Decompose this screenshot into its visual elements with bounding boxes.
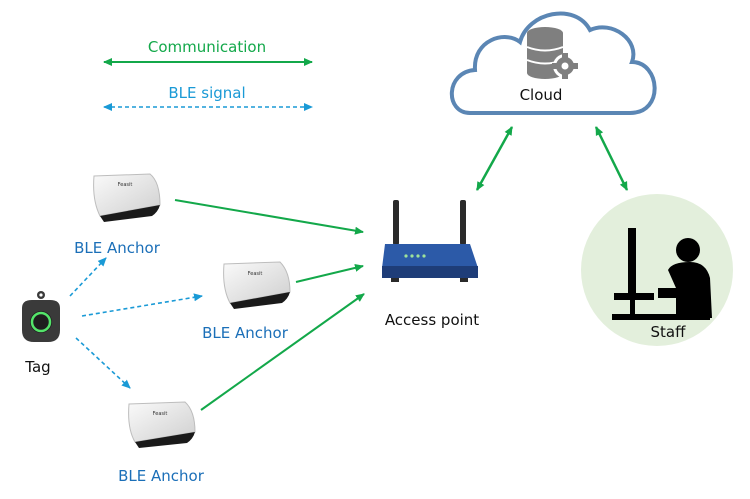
ble-anchor-1-label: BLE Anchor xyxy=(74,239,161,257)
ble-anchor-1: Feasit BLE Anchor xyxy=(74,173,161,257)
access-point-label: Access point xyxy=(385,311,479,329)
staff-node: Staff xyxy=(581,194,733,346)
ble-anchor-device-icon: Feasit xyxy=(223,261,291,309)
ble-anchor-2: Feasit BLE Anchor xyxy=(202,261,291,342)
legend: Communication BLE signal xyxy=(103,38,313,111)
router-icon xyxy=(382,200,478,282)
anchor-2-link xyxy=(295,263,364,283)
tag-node: Tag xyxy=(22,291,60,376)
ble-anchor-device-icon: Feasit xyxy=(93,173,161,222)
device-brand-label: Feasit xyxy=(248,271,263,277)
cloud-label: Cloud xyxy=(520,86,563,104)
access-point-node: Access point xyxy=(382,200,479,329)
anchor-1-link xyxy=(174,199,364,235)
device-brand-label: Feasit xyxy=(153,411,168,417)
ble-anchor-3: Feasit BLE Anchor xyxy=(118,401,205,485)
cloud-staff-link xyxy=(594,126,629,191)
cloud-access-point-link xyxy=(475,126,514,191)
legend-ble-signal-label: BLE signal xyxy=(168,84,245,102)
tag-anchor-1-signal xyxy=(69,257,107,297)
ble-anchor-3-label: BLE Anchor xyxy=(118,467,205,485)
tag-anchor-2-signal xyxy=(81,293,203,317)
staff-at-computer-icon xyxy=(612,228,712,320)
legend-communication-label: Communication xyxy=(148,38,266,56)
ble-anchor-2-label: BLE Anchor xyxy=(202,324,289,342)
device-brand-label: Feasit xyxy=(118,182,133,188)
anchor-3-link xyxy=(200,293,365,411)
tag-device-icon xyxy=(22,291,60,342)
ble-anchor-device-icon: Feasit xyxy=(128,401,196,448)
database-gear-icon xyxy=(526,27,578,79)
cloud-node: Cloud xyxy=(449,11,657,115)
tag-anchor-3-signal xyxy=(75,337,131,389)
tag-label: Tag xyxy=(24,358,50,376)
staff-label: Staff xyxy=(651,323,687,341)
